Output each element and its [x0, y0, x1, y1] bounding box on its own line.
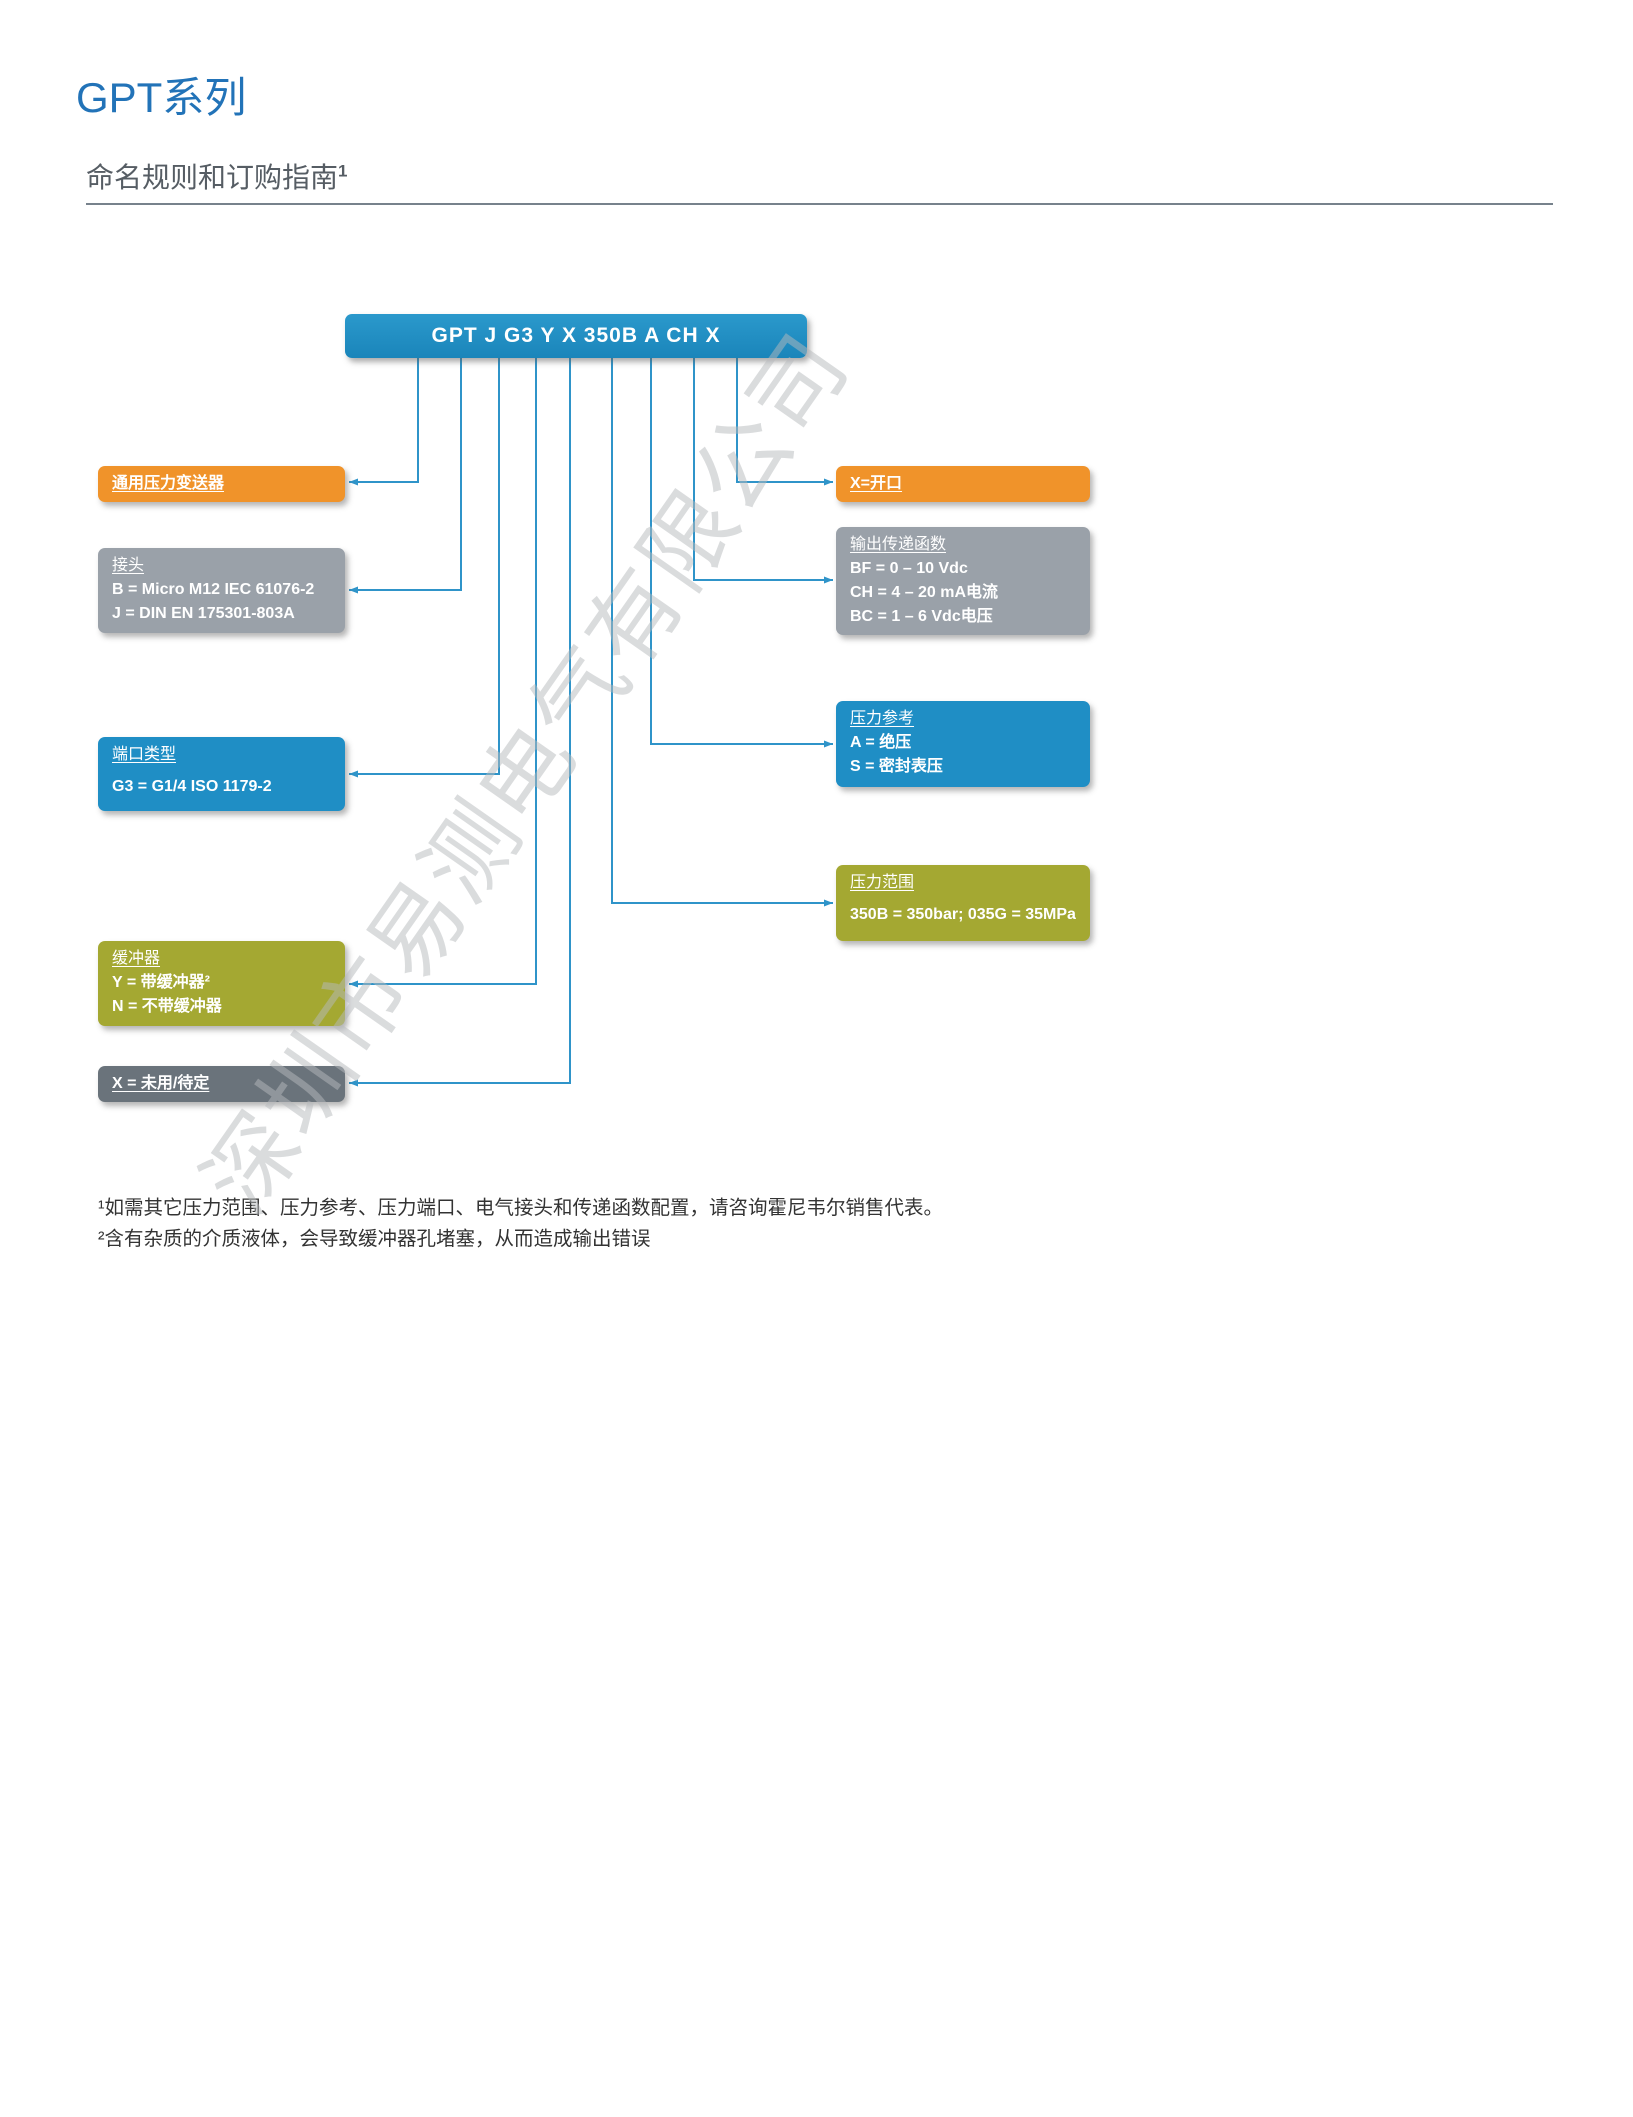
- box-line: N = 不带缓冲器: [112, 998, 222, 1015]
- box-snubber-options: Y = 带缓冲器² N = 不带缓冲器: [112, 971, 331, 1019]
- connector-x1: [349, 358, 571, 1087]
- part-number-box: GPT J G3 Y X 350B A CH X: [345, 314, 807, 358]
- box-pressure-range-options: 350B = 350bar; 035G = 35MPa: [850, 903, 1076, 927]
- box-line: G3 = G1/4 ISO 1179-2: [112, 778, 272, 795]
- box-output-function-options: BF = 0 – 10 Vdc CH = 4 – 20 mA电流 BC = 1 – …: [850, 557, 1076, 629]
- box-opening-title: X=开口: [850, 475, 903, 492]
- box-line: BF = 0 – 10 Vdc: [850, 560, 968, 577]
- box-unused: X = 未用/待定: [98, 1066, 345, 1102]
- box-port-type: 端口类型 G3 = G1/4 ISO 1179-2: [98, 737, 345, 811]
- connector-x2: [736, 358, 833, 486]
- box-pressure-reference-title: 压力参考: [850, 710, 915, 727]
- box-transmitter-title: 通用压力变送器: [112, 475, 225, 492]
- box-line: J = DIN EN 175301-803A: [112, 605, 295, 622]
- box-snubber: 缓冲器 Y = 带缓冲器² N = 不带缓冲器: [98, 941, 345, 1026]
- footnote-2: ²含有杂质的介质液体，会导致缓冲器孔堵塞，从而造成输出错误: [98, 1228, 651, 1250]
- box-snubber-title: 缓冲器: [112, 950, 161, 967]
- connector-350b: [611, 358, 833, 907]
- box-port-type-title: 端口类型: [112, 746, 177, 763]
- box-connector: 接头 B = Micro M12 IEC 61076-2 J = DIN EN 1…: [98, 548, 345, 633]
- box-opening: X=开口: [836, 466, 1090, 502]
- section-heading-text: 命名规则和订购指南: [86, 162, 339, 193]
- connector-ch: [693, 358, 833, 584]
- box-line: 350B = 350bar; 035G = 35MPa: [850, 906, 1076, 923]
- box-pressure-reference-options: A = 绝压 S = 密封表压: [850, 731, 1076, 779]
- box-transmitter: 通用压力变送器: [98, 466, 345, 502]
- footnote-1: ¹如需其它压力范围、压力参考、压力端口、电气接头和传递函数配置，请咨询霍尼韦尔销…: [98, 1197, 943, 1219]
- section-heading: 命名规则和订购指南1: [86, 156, 347, 196]
- box-unused-title: X = 未用/待定: [112, 1075, 210, 1092]
- box-line: B = Micro M12 IEC 61076-2: [112, 581, 315, 598]
- box-pressure-reference: 压力参考 A = 绝压 S = 密封表压: [836, 701, 1090, 787]
- box-port-type-options: G3 = G1/4 ISO 1179-2: [112, 775, 331, 799]
- box-connector-title: 接头: [112, 557, 145, 574]
- connector-g3: [349, 358, 500, 778]
- connector-y: [349, 358, 537, 988]
- box-line: BC = 1 – 6 Vdc电压: [850, 608, 993, 625]
- connector-a: [650, 358, 833, 748]
- box-connector-options: B = Micro M12 IEC 61076-2 J = DIN EN 1753…: [112, 578, 331, 626]
- box-line: A = 绝压: [850, 734, 912, 751]
- footnote-ref: 1: [338, 161, 348, 181]
- box-line: S = 密封表压: [850, 758, 943, 775]
- box-pressure-range-title: 压力范围: [850, 874, 915, 891]
- box-line: CH = 4 – 20 mA电流: [850, 584, 999, 601]
- heading-divider: [86, 203, 1553, 205]
- connector-gpt: [349, 358, 419, 486]
- box-line: Y = 带缓冲器²: [112, 974, 210, 991]
- box-output-function-title: 输出传递函数: [850, 536, 947, 553]
- footnotes: ¹如需其它压力范围、压力参考、压力端口、电气接头和传递函数配置，请咨询霍尼韦尔销…: [98, 1193, 943, 1255]
- box-output-function: 输出传递函数 BF = 0 – 10 Vdc CH = 4 – 20 mA电流 BC…: [836, 527, 1090, 635]
- page-title: GPT系列: [76, 74, 247, 121]
- box-pressure-range: 压力范围 350B = 350bar; 035G = 35MPa: [836, 865, 1090, 941]
- connector-j: [349, 358, 462, 594]
